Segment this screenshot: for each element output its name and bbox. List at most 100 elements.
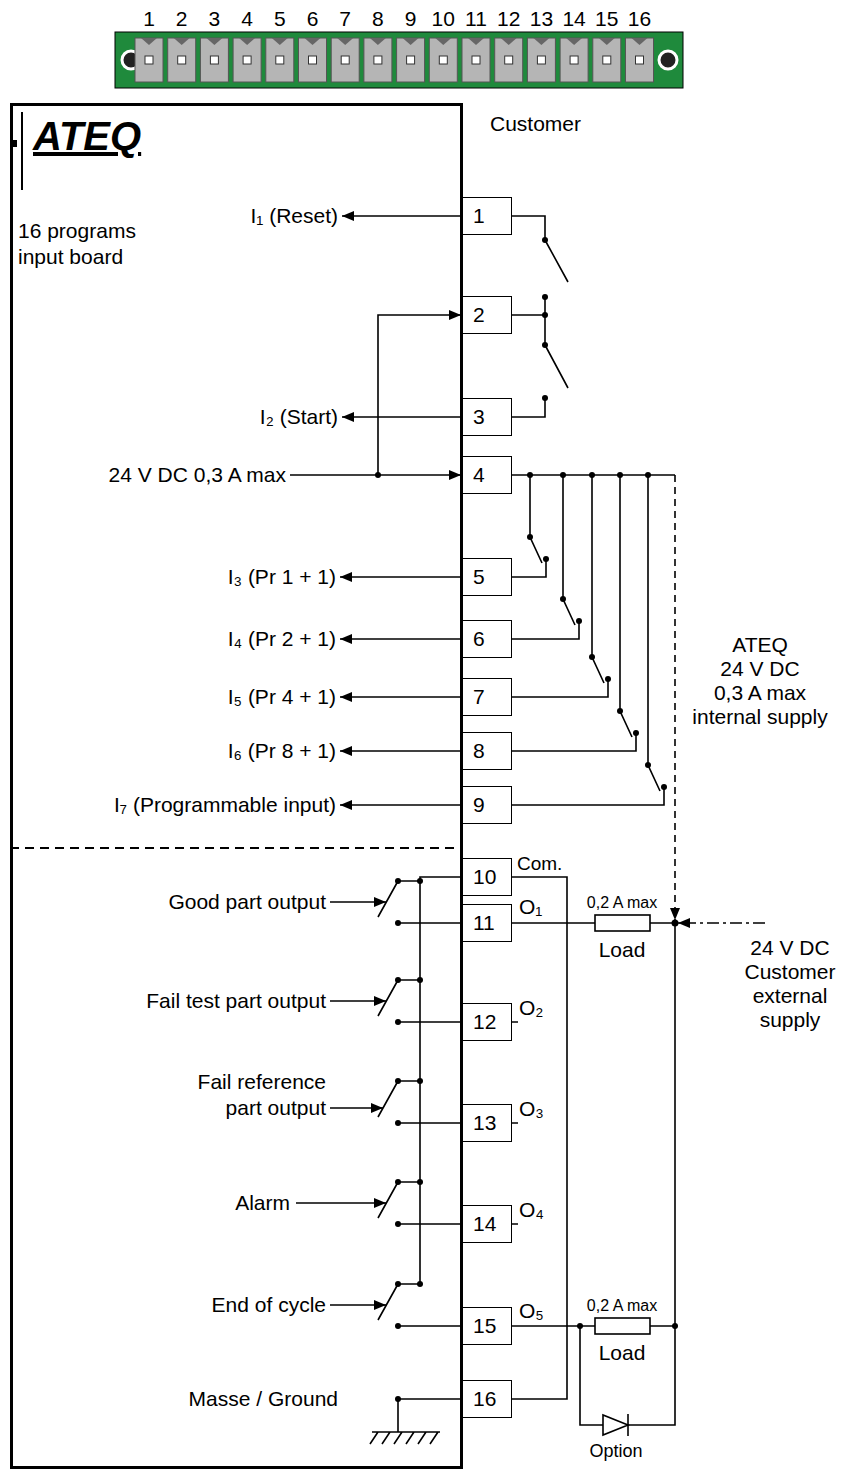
terminal-strip [659,51,677,69]
junction-dot [645,472,651,478]
terminal-number: 2 [473,297,485,332]
signal-name: I₄ (Pr 2 + 1) [228,627,336,650]
terminal-strip [429,38,457,82]
terminal-box: 14 [462,1205,512,1243]
pin-name: O₃ [519,1097,544,1120]
input-wiring [512,475,546,577]
terminal-strip [403,38,419,45]
terminal-number: 8 [473,733,485,768]
output-name: Fail reference [198,1070,326,1093]
terminal-strip [527,38,555,82]
supply-note: 0,3 A max [714,681,806,704]
supply-note: supply [760,1008,821,1031]
output-wiring [296,475,765,1444]
terminal-strip [364,38,392,82]
output-wiring [398,1399,462,1432]
junction-dot [542,237,548,243]
pin-name: O₄ [519,1198,544,1221]
junction-dot [395,977,401,983]
output-name: Alarm [235,1191,290,1214]
terminal-strip [145,56,153,64]
junction-dot [417,1281,423,1287]
terminal-number: 16 [473,1381,496,1416]
input-wiring [512,398,545,417]
terminal-strip [397,38,425,82]
terminal-strip [533,38,549,45]
pin-number: 5 [274,7,286,30]
junction-dot [542,342,548,348]
junction-dot [395,920,401,926]
pin-number: 6 [307,7,319,30]
input-board: ATEQ16 programs input board [10,103,463,1469]
terminal-strip [599,38,615,45]
terminal-number: 6 [473,621,485,656]
pin-number: 12 [497,7,520,30]
junction-dot [527,534,533,540]
terminal-strip [407,56,415,64]
terminal-box: 5 [462,558,512,596]
terminal-number: 11 [473,905,495,940]
common-wire [512,877,567,1399]
terminal-box: 8 [462,732,512,770]
junction-dot [617,472,623,478]
terminal-strip [566,38,582,45]
junction-dot [417,977,423,983]
pin-name: O₁ [519,895,542,918]
terminal-box: 7 [462,678,512,716]
terminal-number: 4 [473,457,485,492]
pin-number: 2 [176,7,188,30]
junction-dot [617,708,623,714]
junction-dot [672,920,679,927]
output-wiring [627,1414,629,1436]
junction-dot [395,1120,401,1126]
input-wiring [512,475,579,639]
input-wiring [340,804,462,806]
junction-dot [395,1221,401,1227]
signal-name: I₃ (Pr 1 + 1) [228,565,336,588]
output-wiring [370,1432,440,1444]
input-wiring [512,297,568,388]
junction-dot [395,1396,401,1402]
junction-dot [417,1179,423,1185]
terminal-strip [636,56,644,64]
input-wiring [342,416,462,418]
board-title: 16 programs input board [18,218,178,271]
load-label: Load [599,1341,646,1364]
pin-number: 16 [628,7,651,30]
pin-number: 3 [209,7,221,30]
pin-number: 15 [595,7,618,30]
side-label: Customer [490,112,581,135]
terminal-strip [537,56,545,64]
ground-label: Masse / Ground [189,1387,338,1410]
pin-number: 7 [339,7,351,30]
junction-dot [395,878,401,884]
signal-name: I₆ (Pr 8 + 1) [228,739,336,762]
pin-number: 11 [465,7,487,30]
terminal-box: 16 [462,1380,512,1418]
terminal-strip [560,38,588,82]
terminal-box: 15 [462,1307,512,1345]
pin-number: 9 [405,7,417,30]
supply-note: 24 V DC [750,936,829,959]
junction-dot [589,472,595,478]
input-wiring [340,576,462,578]
output-name: Good part output [168,890,326,913]
output-wiring [603,1415,628,1435]
terminal-strip [570,56,578,64]
junction-dot [395,1019,401,1025]
output-wiring [674,475,676,920]
terminal-strip [272,38,288,45]
input-wiring [340,638,462,640]
logo-mark [21,112,23,190]
terminal-strip [439,56,447,64]
pin-name: O₂ [519,996,544,1019]
input-wiring [342,215,462,217]
terminal-box: 1 [462,197,512,235]
terminal-strip [370,38,386,45]
output-wiring [420,877,462,1284]
input-wiring [512,475,664,805]
terminal-strip [593,38,621,82]
junction-dot [605,676,611,682]
terminal-strip [501,38,517,45]
